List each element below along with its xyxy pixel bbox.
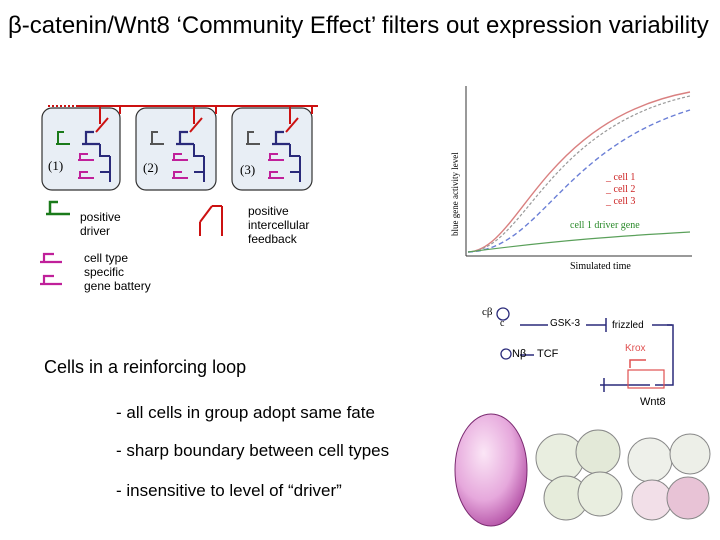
cell-box-1 xyxy=(41,107,121,191)
cell1-curve xyxy=(467,91,691,253)
wnt8-label: Wnt8 xyxy=(640,396,666,408)
summary-heading: Cells in a reinforcing loop xyxy=(44,357,247,377)
positive-feedback-icon xyxy=(199,205,223,236)
driver-curve xyxy=(467,231,691,253)
frizzled-label: frizzled xyxy=(612,320,644,331)
cell3-curve xyxy=(467,109,691,253)
gene-battery-icon-1 xyxy=(40,252,62,264)
cell-label-3: (3) xyxy=(240,162,256,177)
cbeta-label: cβ xyxy=(482,306,493,318)
cell-box-3 xyxy=(231,107,313,191)
positive-feedback-label: positive intercellular feedback xyxy=(248,204,310,246)
cell-label-2: (2) xyxy=(143,160,159,175)
plot-xlabel: Simulated time xyxy=(570,261,631,272)
embryo-image-2 xyxy=(535,429,623,521)
wnt-pathway xyxy=(496,307,674,392)
plot-legend-cell2: _ cell 2 xyxy=(606,184,636,195)
nbeta-label: Nβ xyxy=(512,348,527,360)
summary-bullet-2: - sharp boundary between cell types xyxy=(116,441,390,460)
embryo-image-3 xyxy=(627,433,711,521)
tcf-label: TCF xyxy=(537,348,559,360)
plot-legend-cell3: _ cell 3 xyxy=(606,196,636,207)
summary-bullet-1: - all cells in group adopt same fate xyxy=(116,403,375,422)
gene-battery-icon-2 xyxy=(40,274,62,286)
positive-driver-label: positive driver xyxy=(80,210,121,238)
cell2-curve xyxy=(467,95,691,253)
plot-legend-cell1: _ cell 1 xyxy=(606,172,636,183)
positive-driver-icon xyxy=(46,200,70,216)
simulation-plot xyxy=(465,86,692,257)
embryo-image-1 xyxy=(454,413,528,527)
gene-battery-label: cell type specific gene battery xyxy=(84,251,151,293)
feedback-arrows xyxy=(99,106,313,124)
cell-box-2 xyxy=(135,107,217,191)
plot-driver-label: cell 1 driver gene xyxy=(570,220,640,231)
plot-ylabel: blue gene activity level xyxy=(450,152,460,236)
cell-label-1: (1) xyxy=(48,158,64,173)
gsk3-label: GSK-3 xyxy=(550,318,581,329)
krox-label: Krox xyxy=(625,343,646,354)
c-node-label: c xyxy=(500,318,505,329)
summary-bullet-3: - insensitive to level of “driver” xyxy=(116,481,342,500)
slide-title: β-catenin/Wnt8 ‘Community Effect’ filter… xyxy=(8,12,709,39)
